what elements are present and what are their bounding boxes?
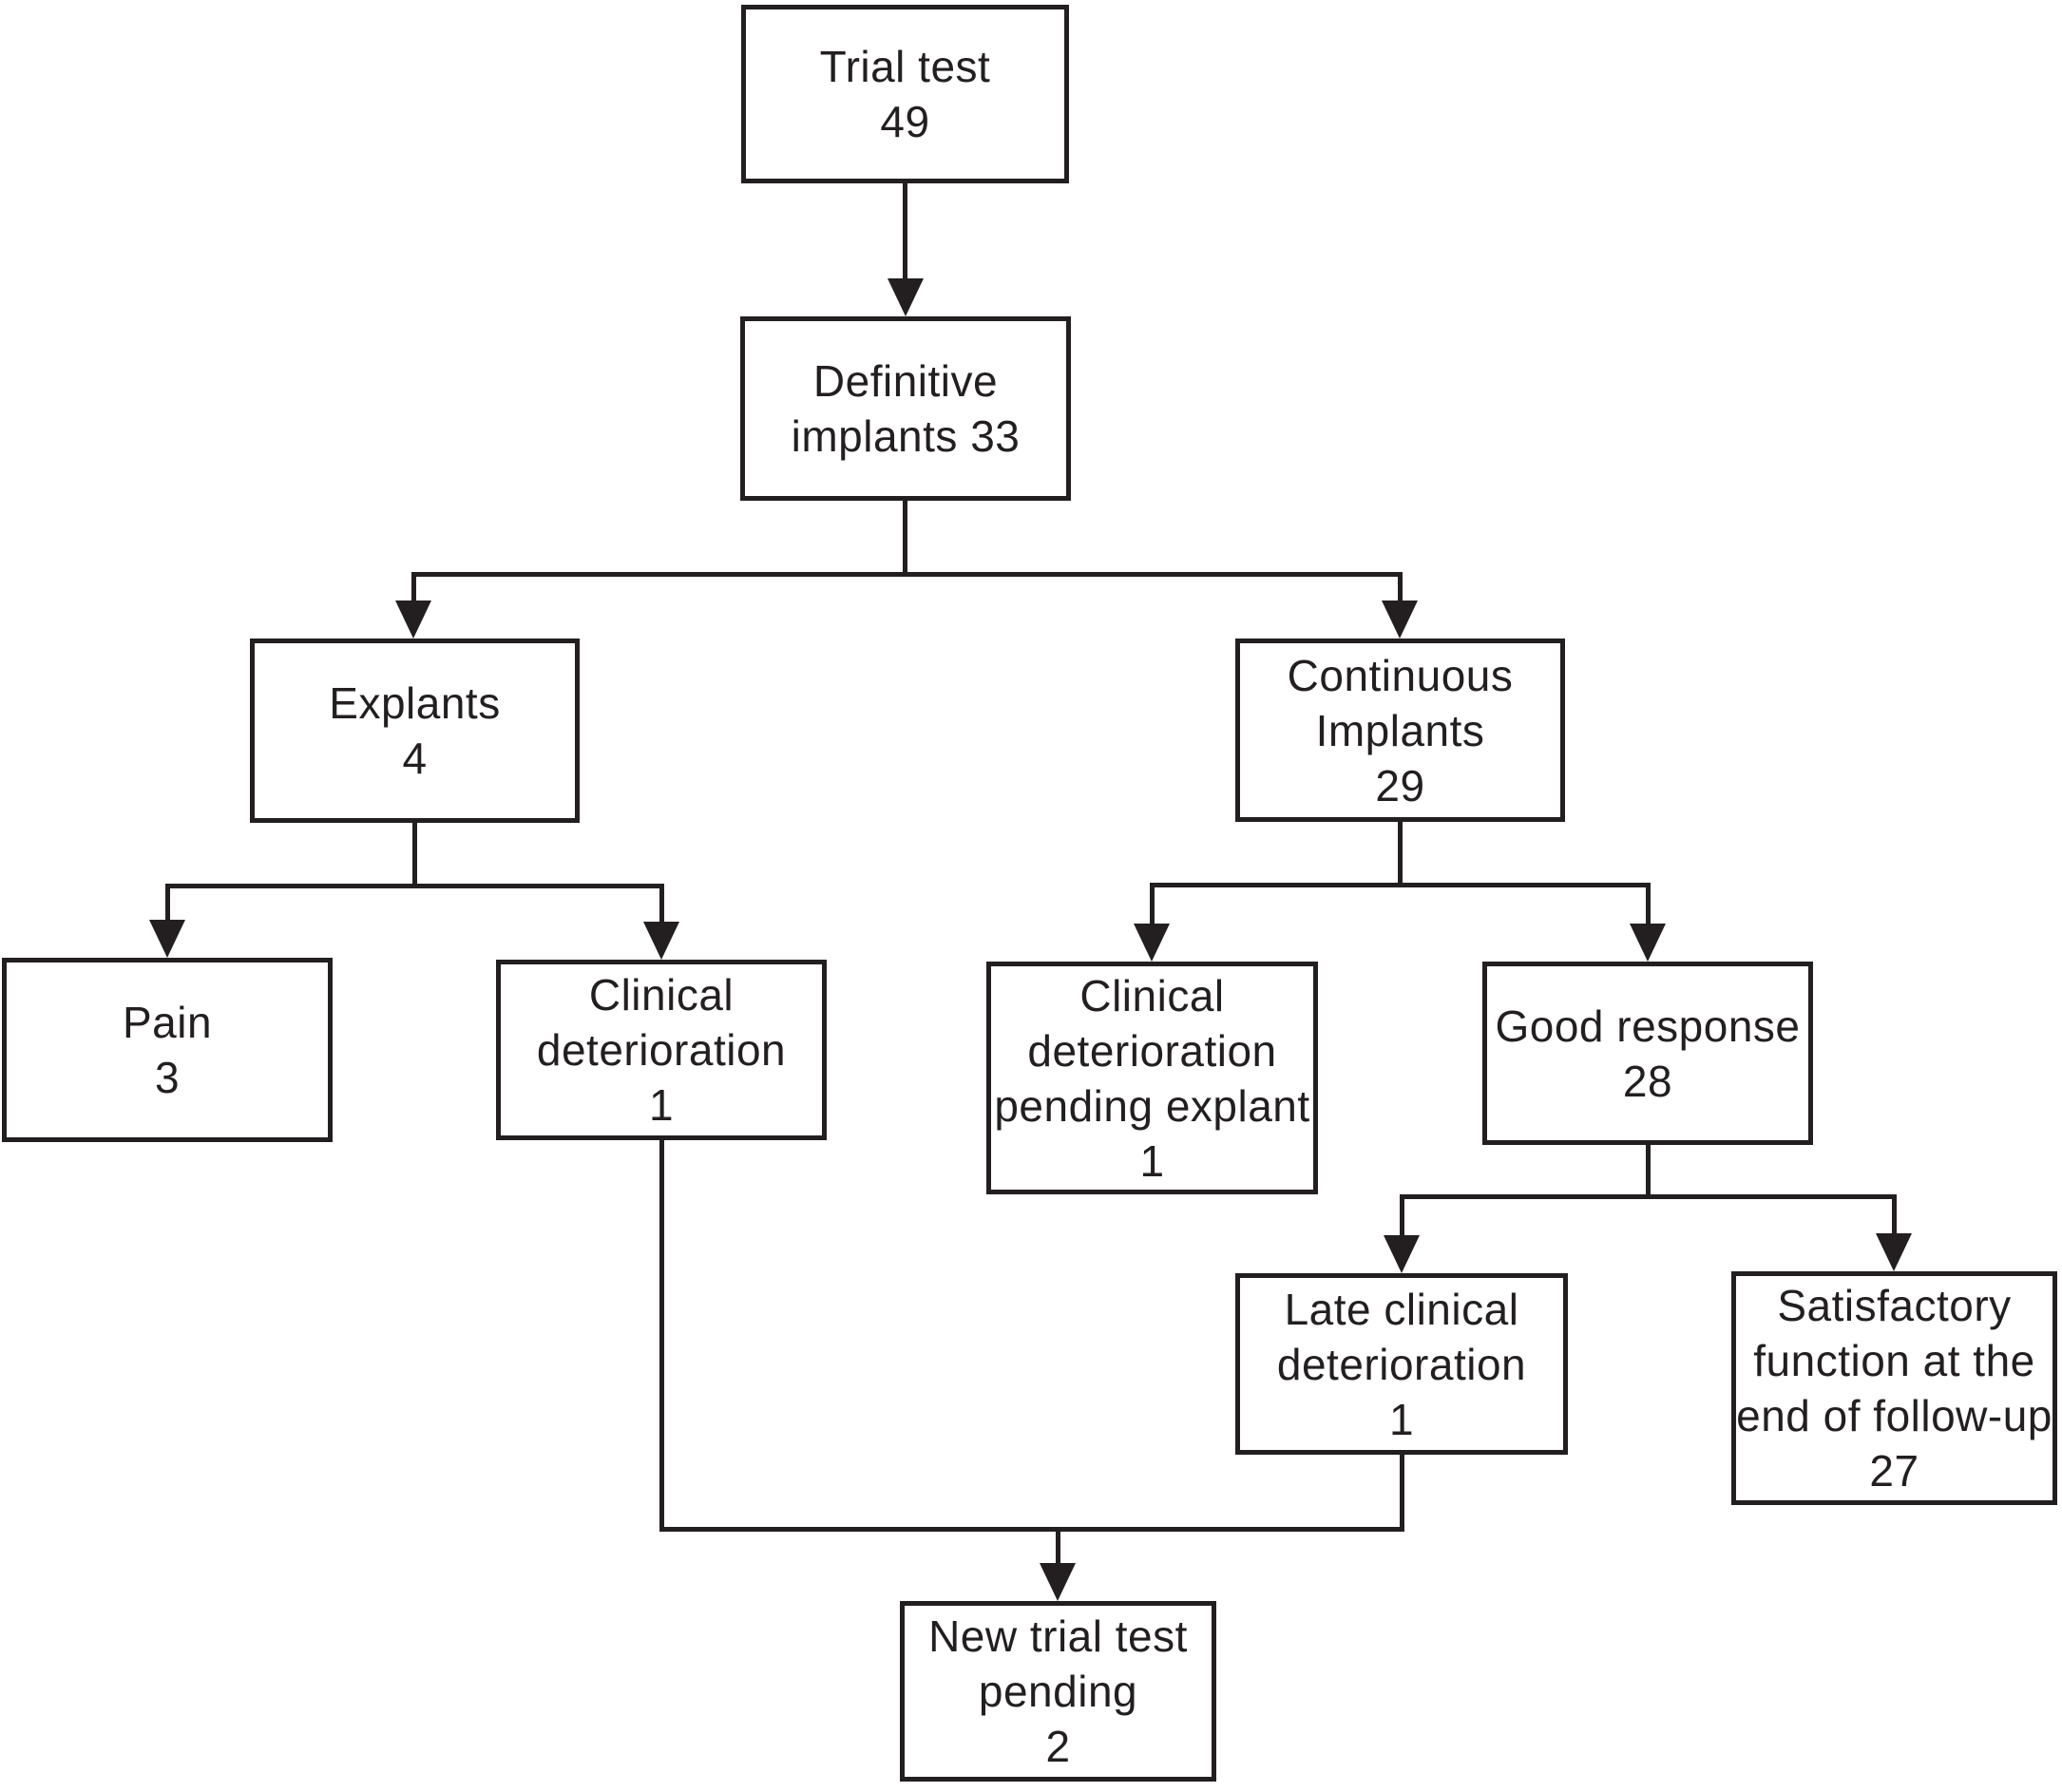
- connector-clinical-deterioration-down: [659, 1140, 664, 1532]
- node-pain: Pain 3: [2, 958, 333, 1142]
- connector-drop-to-pending-explant: [1150, 883, 1155, 924]
- node-count: 28: [1622, 1056, 1673, 1106]
- node-count: 4: [402, 734, 428, 783]
- node-label-line: deterioration: [536, 1025, 787, 1075]
- connector-drop-to-new-trial: [1056, 1532, 1060, 1563]
- connector-drop-to-clinical-deterioration: [659, 884, 664, 922]
- arrowhead-to-late-deterioration-icon: [1384, 1235, 1420, 1273]
- connector-drop-to-explants: [411, 572, 416, 602]
- node-label-line: Good response: [1495, 1001, 1801, 1051]
- node-clinical-deterioration: Clinical deterioration 1: [496, 960, 827, 1140]
- node-explants: Explants 4: [250, 639, 580, 823]
- node-label-line: end of follow-up: [1736, 1391, 2052, 1440]
- connector-drop-to-late-deterioration: [1400, 1194, 1404, 1235]
- node-count: 1: [1139, 1135, 1165, 1186]
- connector-trial-to-definitive: [903, 183, 907, 278]
- node-count: 29: [1375, 760, 1425, 810]
- node-label-line: Pain: [122, 998, 213, 1047]
- connector-late-deterioration-down: [1400, 1455, 1404, 1532]
- node-label-line: Satisfactory: [1777, 1281, 2012, 1330]
- node-late-clinical-deterioration: Late clinical deterioration 1: [1235, 1273, 1568, 1455]
- node-label-line: Trial test: [819, 42, 991, 91]
- arrowhead-to-new-trial-icon: [1040, 1563, 1076, 1601]
- connector-drop-to-good-response: [1646, 883, 1651, 924]
- node-label-line: deterioration: [1027, 1025, 1277, 1076]
- connector-explants-stem: [412, 823, 417, 887]
- node-count: 2: [1045, 1722, 1071, 1771]
- node-definitive-implants: Definitive implants 33: [740, 316, 1071, 501]
- node-clinical-deterioration-pending-explant: Clinical deterioration pending explant 1: [986, 962, 1318, 1194]
- arrowhead-to-definitive-implants-icon: [888, 278, 924, 316]
- node-trial-test: Trial test 49: [741, 5, 1069, 183]
- arrowhead-to-clinical-deterioration-icon: [643, 922, 679, 960]
- node-label-line: Clinical: [1079, 970, 1225, 1020]
- node-good-response: Good response 28: [1482, 962, 1813, 1145]
- node-label-line: Continuous: [1287, 650, 1514, 700]
- connector-drop-to-continuous: [1398, 572, 1403, 602]
- connector-good-response-stem: [1646, 1145, 1651, 1199]
- connector-merge-bar: [659, 1527, 1404, 1532]
- node-satisfactory-function: Satisfactory function at the end of foll…: [1731, 1271, 2057, 1505]
- node-label-line: Late clinical: [1284, 1284, 1519, 1334]
- connector-explants-split-bar: [165, 884, 664, 888]
- arrowhead-to-satisfactory-icon: [1876, 1233, 1912, 1271]
- connector-drop-to-satisfactory: [1892, 1194, 1897, 1233]
- arrowhead-to-continuous-implants-icon: [1382, 601, 1418, 639]
- node-count: 27: [1869, 1446, 1919, 1496]
- connector-definitive-stem: [903, 501, 907, 577]
- connector-definitive-split-bar: [411, 572, 1403, 577]
- arrowhead-to-explants-icon: [395, 601, 431, 639]
- node-label-line: Implants: [1315, 705, 1485, 755]
- node-label-line: pending: [978, 1667, 1138, 1716]
- arrowhead-to-pending-explant-icon: [1134, 924, 1170, 962]
- arrowhead-to-good-response-icon: [1630, 924, 1666, 962]
- node-label-line: pending explant: [994, 1080, 1310, 1131]
- node-count: 3: [154, 1053, 181, 1102]
- connector-continuous-stem: [1398, 822, 1403, 886]
- node-label-line: Explants: [329, 678, 501, 728]
- connector-good-response-split-bar: [1400, 1194, 1897, 1199]
- node-count: 1: [648, 1080, 675, 1130]
- node-label-line: Clinical: [588, 970, 735, 1020]
- node-count: 1: [1388, 1394, 1415, 1444]
- connector-drop-to-pain: [165, 884, 170, 920]
- node-new-trial-test-pending: New trial test pending 2: [900, 1601, 1216, 1782]
- connector-continuous-split-bar: [1150, 883, 1651, 887]
- node-label-line: New trial test: [928, 1611, 1188, 1661]
- node-label-line: Definitive: [812, 356, 999, 406]
- node-label-line: function at the: [1753, 1336, 2035, 1385]
- arrowhead-to-pain-icon: [149, 920, 185, 958]
- node-label-line: deterioration: [1276, 1339, 1527, 1389]
- node-count: 49: [880, 97, 930, 146]
- node-continuous-implants: Continuous Implants 29: [1235, 639, 1565, 822]
- node-label-line: implants 33: [791, 411, 1021, 461]
